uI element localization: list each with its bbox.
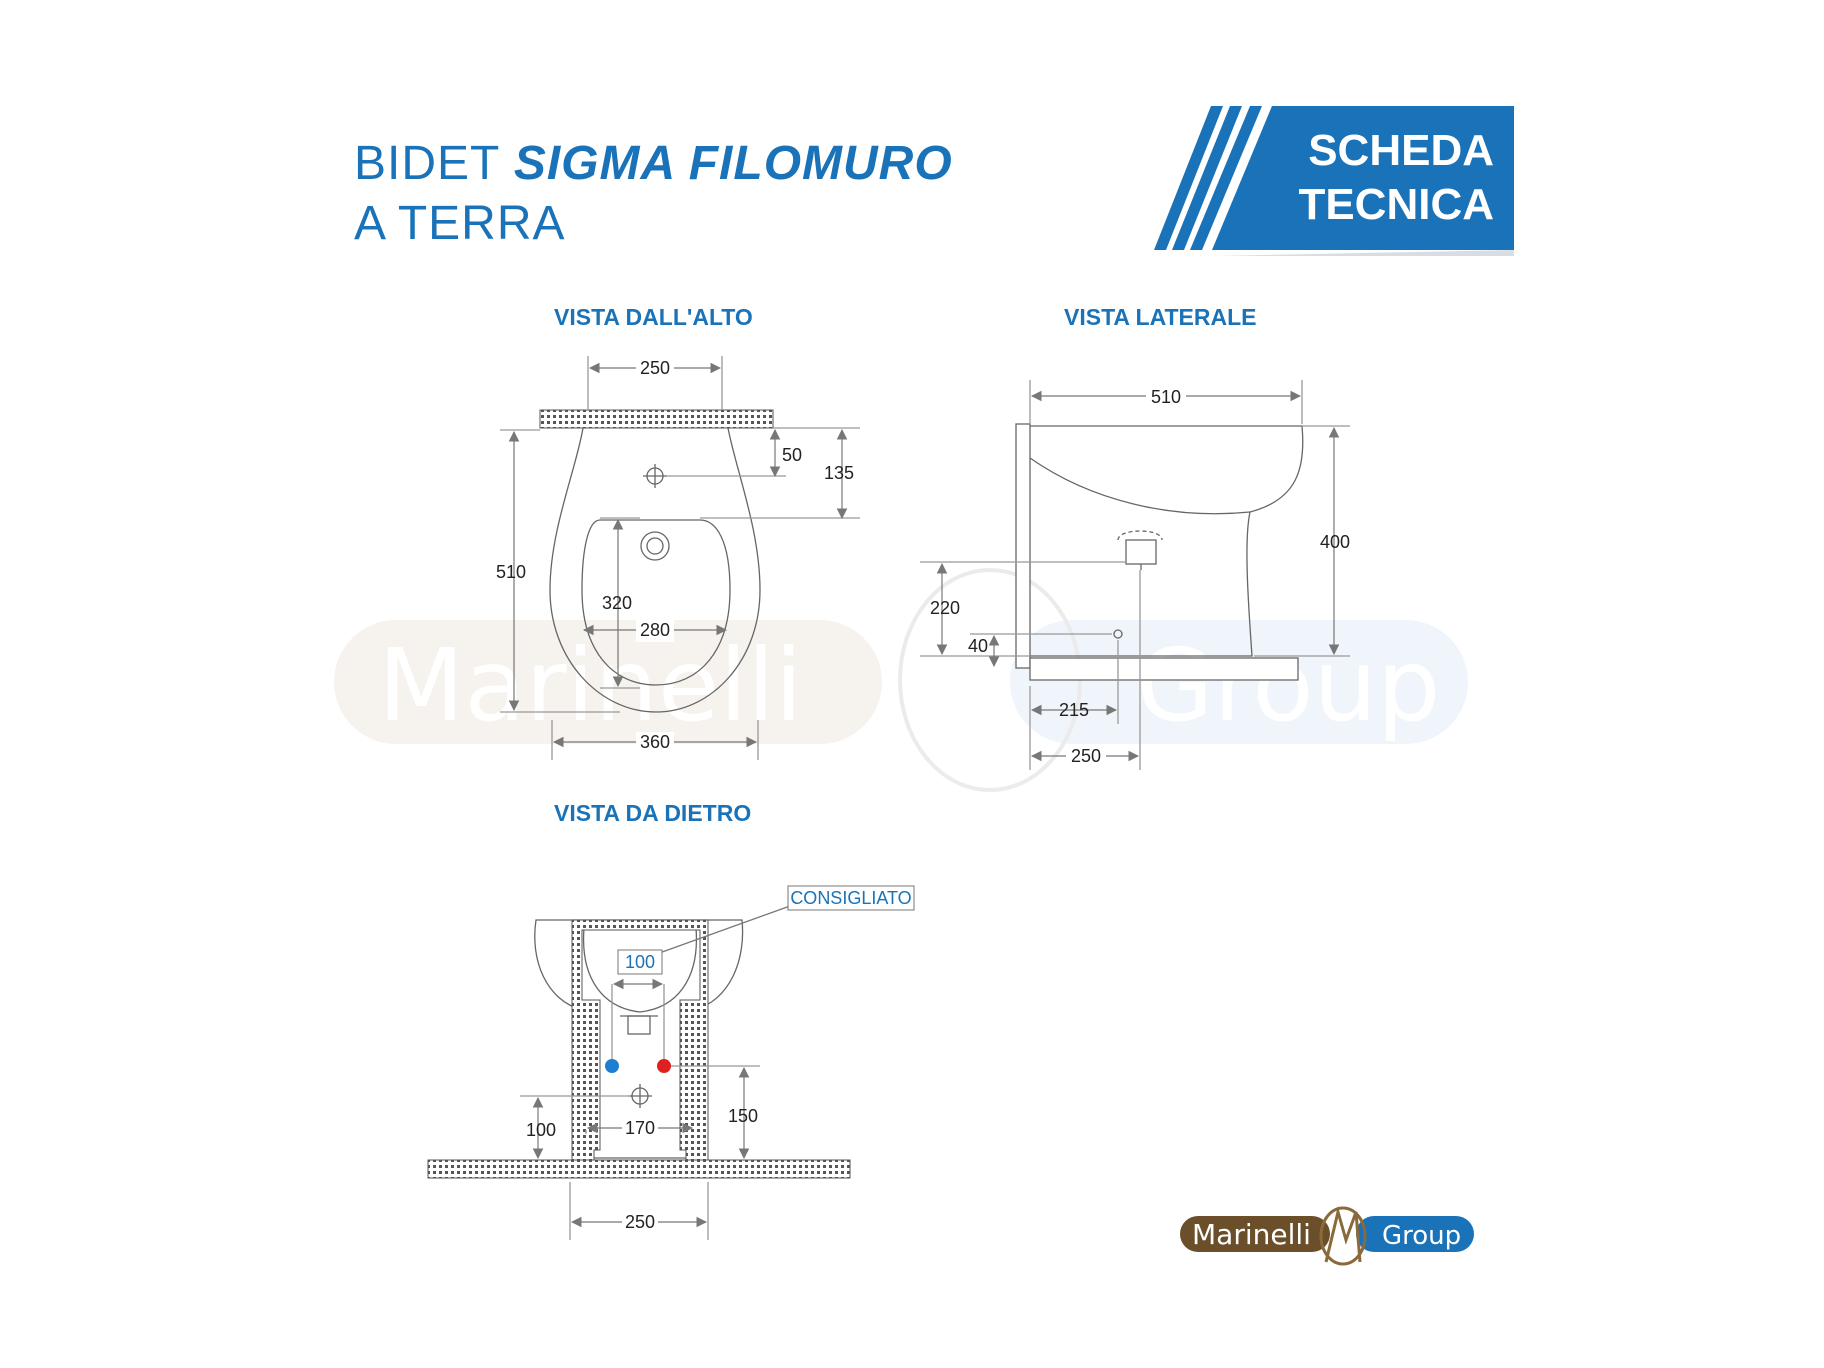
top-view-drawing: [500, 356, 860, 760]
dim-back-150: 150: [728, 1106, 758, 1126]
watermark-text-right: Group: [1136, 627, 1440, 744]
brand-logo: Marinelli Group: [1180, 1206, 1474, 1266]
dim-back-100-left: 100: [526, 1120, 556, 1140]
dim-back-170: 170: [625, 1118, 655, 1138]
side-view-drawing: [920, 380, 1350, 770]
dim-top-360: 360: [640, 732, 670, 752]
back-view-drawing: [427, 905, 851, 1240]
dim-side-220: 220: [930, 598, 960, 618]
dim-side-40: 40: [968, 636, 988, 656]
logo-text-right: Group: [1382, 1221, 1461, 1251]
top-view-labels: 250 50 135 510 320 280 360: [496, 356, 854, 754]
dim-top-320: 320: [602, 593, 632, 613]
cold-water-connection: [605, 1059, 619, 1073]
dim-top-280: 280: [640, 620, 670, 640]
hot-water-connection: [657, 1059, 671, 1073]
heading-back-view: VISTA DA DIETRO: [554, 800, 752, 826]
heading-side-view: VISTA LATERALE: [1064, 304, 1257, 330]
title-model: SIGMA FILOMURO: [513, 137, 953, 190]
product-title: BIDET SIGMA FILOMURO: [354, 136, 953, 191]
badge-scheda-tecnica: SCHEDA TECNICA: [1154, 106, 1514, 256]
back-view-dimensions: [532, 978, 750, 1228]
watermark: Marinelli Group: [334, 568, 1468, 792]
side-view-dimensions: [936, 390, 1340, 762]
dim-back-100-top: 100: [625, 952, 655, 972]
title-prefix: BIDET: [354, 137, 500, 190]
dim-back-250: 250: [625, 1212, 655, 1232]
dim-top-50: 50: [782, 445, 802, 465]
dim-side-510: 510: [1151, 387, 1181, 407]
side-view-labels: 510 400 220 40 215 250: [930, 384, 1350, 768]
logo-text-left: Marinelli: [1192, 1218, 1311, 1251]
dim-side-400: 400: [1320, 532, 1350, 552]
product-subtitle: A TERRA: [354, 197, 566, 250]
badge-line2: TECNICA: [1298, 180, 1494, 229]
dim-top-510: 510: [496, 562, 526, 582]
badge-line1: SCHEDA: [1308, 126, 1494, 175]
dim-top-135: 135: [824, 463, 854, 483]
dim-top-250: 250: [640, 358, 670, 378]
heading-top-view: VISTA DALL'ALTO: [554, 304, 753, 330]
dim-side-215: 215: [1059, 700, 1089, 720]
dim-side-250: 250: [1071, 746, 1101, 766]
label-consigliato: CONSIGLIATO: [790, 888, 911, 908]
back-view-labels: CONSIGLIATO 100 100 170 150 250: [526, 885, 915, 1234]
